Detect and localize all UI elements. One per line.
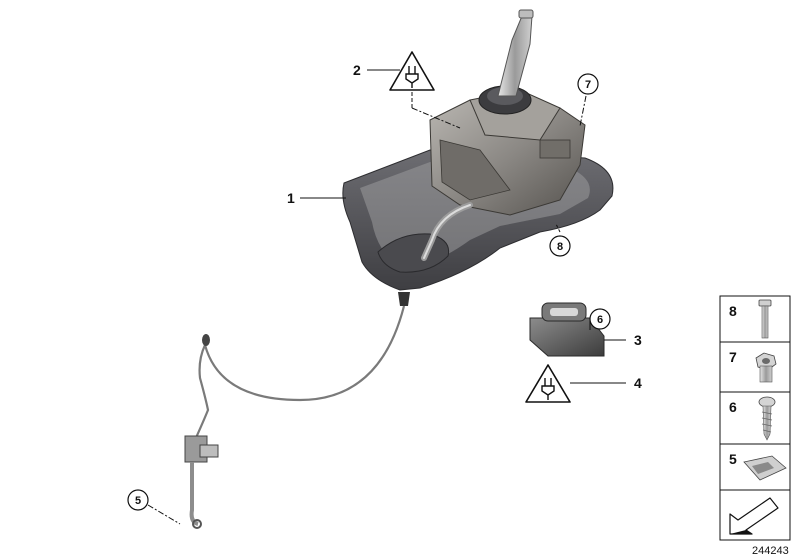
callout-8-circle: 8 <box>549 235 571 257</box>
lever-tip <box>518 9 534 19</box>
parts-panel-number-8: 8 <box>729 303 737 319</box>
leader-lines <box>147 69 626 525</box>
gear-shift-assembly <box>342 9 614 291</box>
parts-panel-cell-8 <box>719 295 791 343</box>
callout-7-circle: 7 <box>577 73 599 95</box>
cable-bracket-arm <box>199 444 219 458</box>
callout-8: 8 <box>557 241 563 253</box>
parts-panel: 8 7 6 5 <box>719 295 791 541</box>
nut-icon <box>755 352 777 383</box>
electrical-warning-icon-2 <box>389 51 435 91</box>
cable-line <box>193 305 406 441</box>
callout-5: 5 <box>135 495 141 507</box>
leader-5 <box>147 504 181 525</box>
screw-icon <box>758 396 776 441</box>
selector-lever <box>497 15 533 97</box>
callout-2: 2 <box>353 62 361 78</box>
housing-connector <box>539 139 571 159</box>
guide-tube-highlight <box>423 204 471 259</box>
callout-6: 6 <box>597 314 603 326</box>
callout-3: 3 <box>634 332 642 348</box>
parts-panel-cell-6 <box>719 391 791 445</box>
diagram-id: 244243 <box>752 545 789 557</box>
electrical-warning-icon-4 <box>525 364 571 403</box>
callout-6-circle: 6 <box>589 308 611 330</box>
callout-5-circle: 5 <box>127 489 149 511</box>
bolt-icon <box>758 299 772 339</box>
callout-7: 7 <box>585 79 591 91</box>
housing-detail <box>439 139 511 201</box>
cable-connector <box>398 292 410 306</box>
callout-1: 1 <box>287 190 295 206</box>
plug-glyph <box>405 66 419 88</box>
cable-eyelet <box>192 519 202 529</box>
parts-panel-cell-7 <box>719 341 791 393</box>
parts-panel-number-5: 5 <box>729 451 737 467</box>
bowden-cable <box>184 292 410 529</box>
direction-arrow-icon <box>729 497 779 535</box>
leader-2-dash-b <box>411 107 461 129</box>
clip-icon <box>743 455 787 481</box>
parts-panel-number-7: 7 <box>729 349 737 365</box>
switch-window <box>550 308 578 316</box>
parts-panel-number-6: 6 <box>729 399 737 415</box>
selector-switch <box>529 302 605 357</box>
leader-7 <box>579 95 587 127</box>
cable-end <box>202 334 210 346</box>
plug-glyph <box>541 378 555 400</box>
cable-rod <box>189 462 199 526</box>
callout-4: 4 <box>634 375 642 391</box>
leader-8 <box>555 223 561 233</box>
